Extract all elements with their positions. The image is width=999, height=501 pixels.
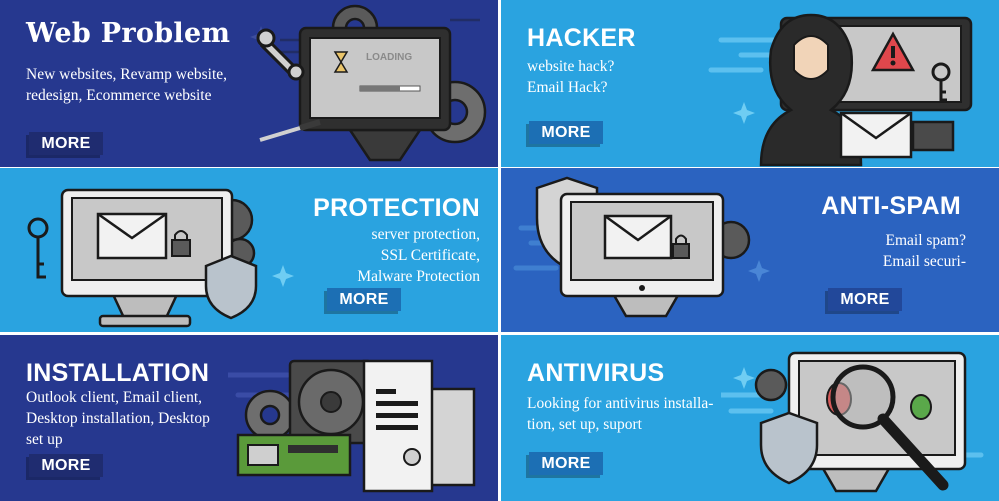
description-line: server protection, (371, 226, 480, 243)
hacker-description: website hack? Email Hack? (527, 56, 614, 98)
description-line: Email Hack? (527, 79, 608, 96)
description-line: Looking for antivirus installa- (527, 395, 714, 412)
loading-label: LOADING (366, 52, 412, 63)
panel-web-problem: LOADING Web Problem New websites, Revamp… (0, 0, 498, 167)
web-problem-more-button[interactable]: MORE (26, 132, 103, 158)
description-line: Email spam? (885, 232, 967, 249)
hacker-title: HACKER (527, 24, 636, 52)
protection-more-button[interactable]: MORE (324, 288, 401, 314)
anti-spam-title: ANTI-SPAM (821, 192, 961, 220)
panel-protection: PROTECTION server protection, SSL Certif… (0, 168, 498, 332)
panel-installation: INSTALLATION Outlook client, Email clien… (0, 335, 498, 501)
hacker-icon (708, 13, 973, 167)
anti-spam-more-button[interactable]: MORE (825, 288, 902, 314)
description-line: Malware Protection (357, 268, 480, 285)
monitor-shield-envelope-icon (513, 176, 770, 318)
antivirus-description: Looking for antivirus installa- tion, se… (527, 393, 713, 435)
description-line: Desktop installation, Desktop (26, 410, 210, 427)
description-line: website hack? (527, 58, 615, 75)
monitor-magnifier-bugs-icon (721, 351, 984, 493)
installation-description: Outlook client, Email client, Desktop in… (26, 387, 210, 450)
antivirus-more-button[interactable]: MORE (526, 452, 603, 478)
description-line: Outlook client, Email client, (26, 389, 203, 406)
panel-hacker: HACKER website hack? Email Hack? MORE (501, 0, 999, 167)
monitor-envelope-lock-icon (27, 188, 294, 328)
installation-more-button[interactable]: MORE (26, 454, 103, 480)
panel-anti-spam: ANTI-SPAM Email spam? Email securi- MORE (501, 168, 999, 332)
description-line: New websites, Revamp website, (26, 66, 228, 83)
monitor-loading-icon: LOADING (250, 4, 487, 162)
panel-antivirus: ANTIVIRUS Looking for antivirus installa… (501, 335, 999, 501)
description-line: SSL Certificate, (380, 247, 480, 264)
web-problem-title: Web Problem (26, 18, 231, 49)
anti-spam-description: Email spam? Email securi- (883, 230, 966, 272)
antivirus-title: ANTIVIRUS (527, 359, 665, 387)
protection-description: server protection, SSL Certificate, Malw… (357, 224, 480, 287)
description-line: Email securi- (882, 253, 966, 270)
hardware-documents-icon (228, 359, 476, 493)
installation-title: INSTALLATION (26, 359, 210, 387)
protection-title: PROTECTION (313, 194, 480, 222)
description-line: tion, set up, suport (527, 416, 642, 433)
description-line: redesign, Ecommerce website (26, 87, 212, 104)
web-problem-description: New websites, Revamp website, redesign, … (26, 64, 227, 106)
description-line: set up (26, 431, 63, 448)
hacker-more-button[interactable]: MORE (526, 121, 603, 147)
